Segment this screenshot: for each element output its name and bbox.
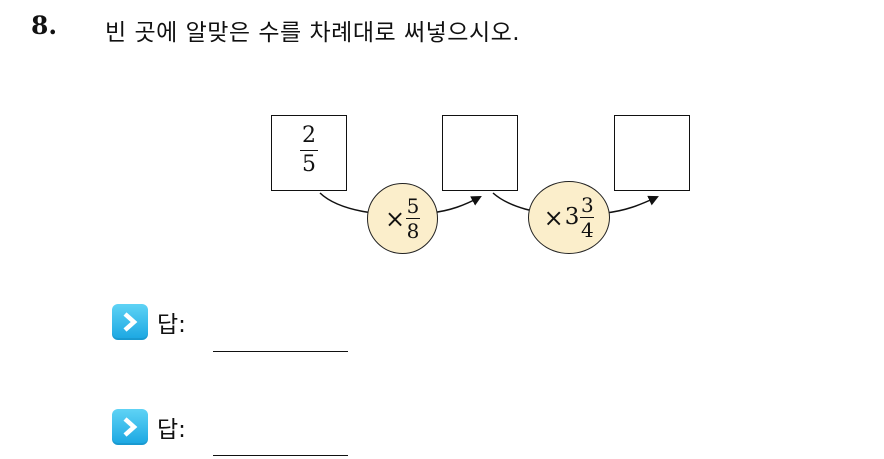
step1-fraction: 5 8 [406, 194, 421, 243]
chevron-right-icon [112, 304, 148, 340]
arrow-2-head [604, 195, 659, 214]
arrow-1-head [429, 196, 482, 214]
question-number: 8. [31, 11, 58, 40]
times-sign: × [543, 203, 564, 232]
chevron-right-icon [112, 409, 148, 445]
answer-line-1[interactable] [213, 351, 348, 352]
fraction-bar [300, 150, 318, 151]
operator-circle-2: × 3 3 4 [528, 181, 610, 254]
start-fraction: 2 5 [272, 125, 346, 176]
answer-label: 답: [157, 312, 186, 338]
start-numerator: 2 [302, 123, 316, 148]
start-box: 2 5 [271, 115, 347, 191]
fraction-bar [406, 218, 421, 219]
answer-row-2: 답: [112, 409, 186, 445]
answer-row-1: 답: [112, 304, 186, 340]
times-sign: × [384, 204, 406, 233]
start-denominator: 5 [302, 152, 316, 177]
step1-denominator: 8 [406, 219, 420, 243]
question-text: 빈 곳에 알맞은 수를 차례대로 써넣으시오. [105, 20, 521, 46]
step2-fraction: 3 4 [580, 193, 595, 242]
answer-label: 답: [157, 417, 186, 443]
step2-denominator: 4 [581, 218, 594, 242]
answer-box-2[interactable] [614, 115, 690, 191]
answer-box-1[interactable] [442, 115, 518, 191]
step2-numerator: 3 [581, 193, 594, 217]
operator-circle-1: × 5 8 [367, 183, 438, 254]
step1-numerator: 5 [406, 194, 420, 218]
step2-whole: 3 [564, 204, 580, 230]
answer-line-2[interactable] [213, 455, 348, 456]
fraction-bar [580, 217, 595, 218]
